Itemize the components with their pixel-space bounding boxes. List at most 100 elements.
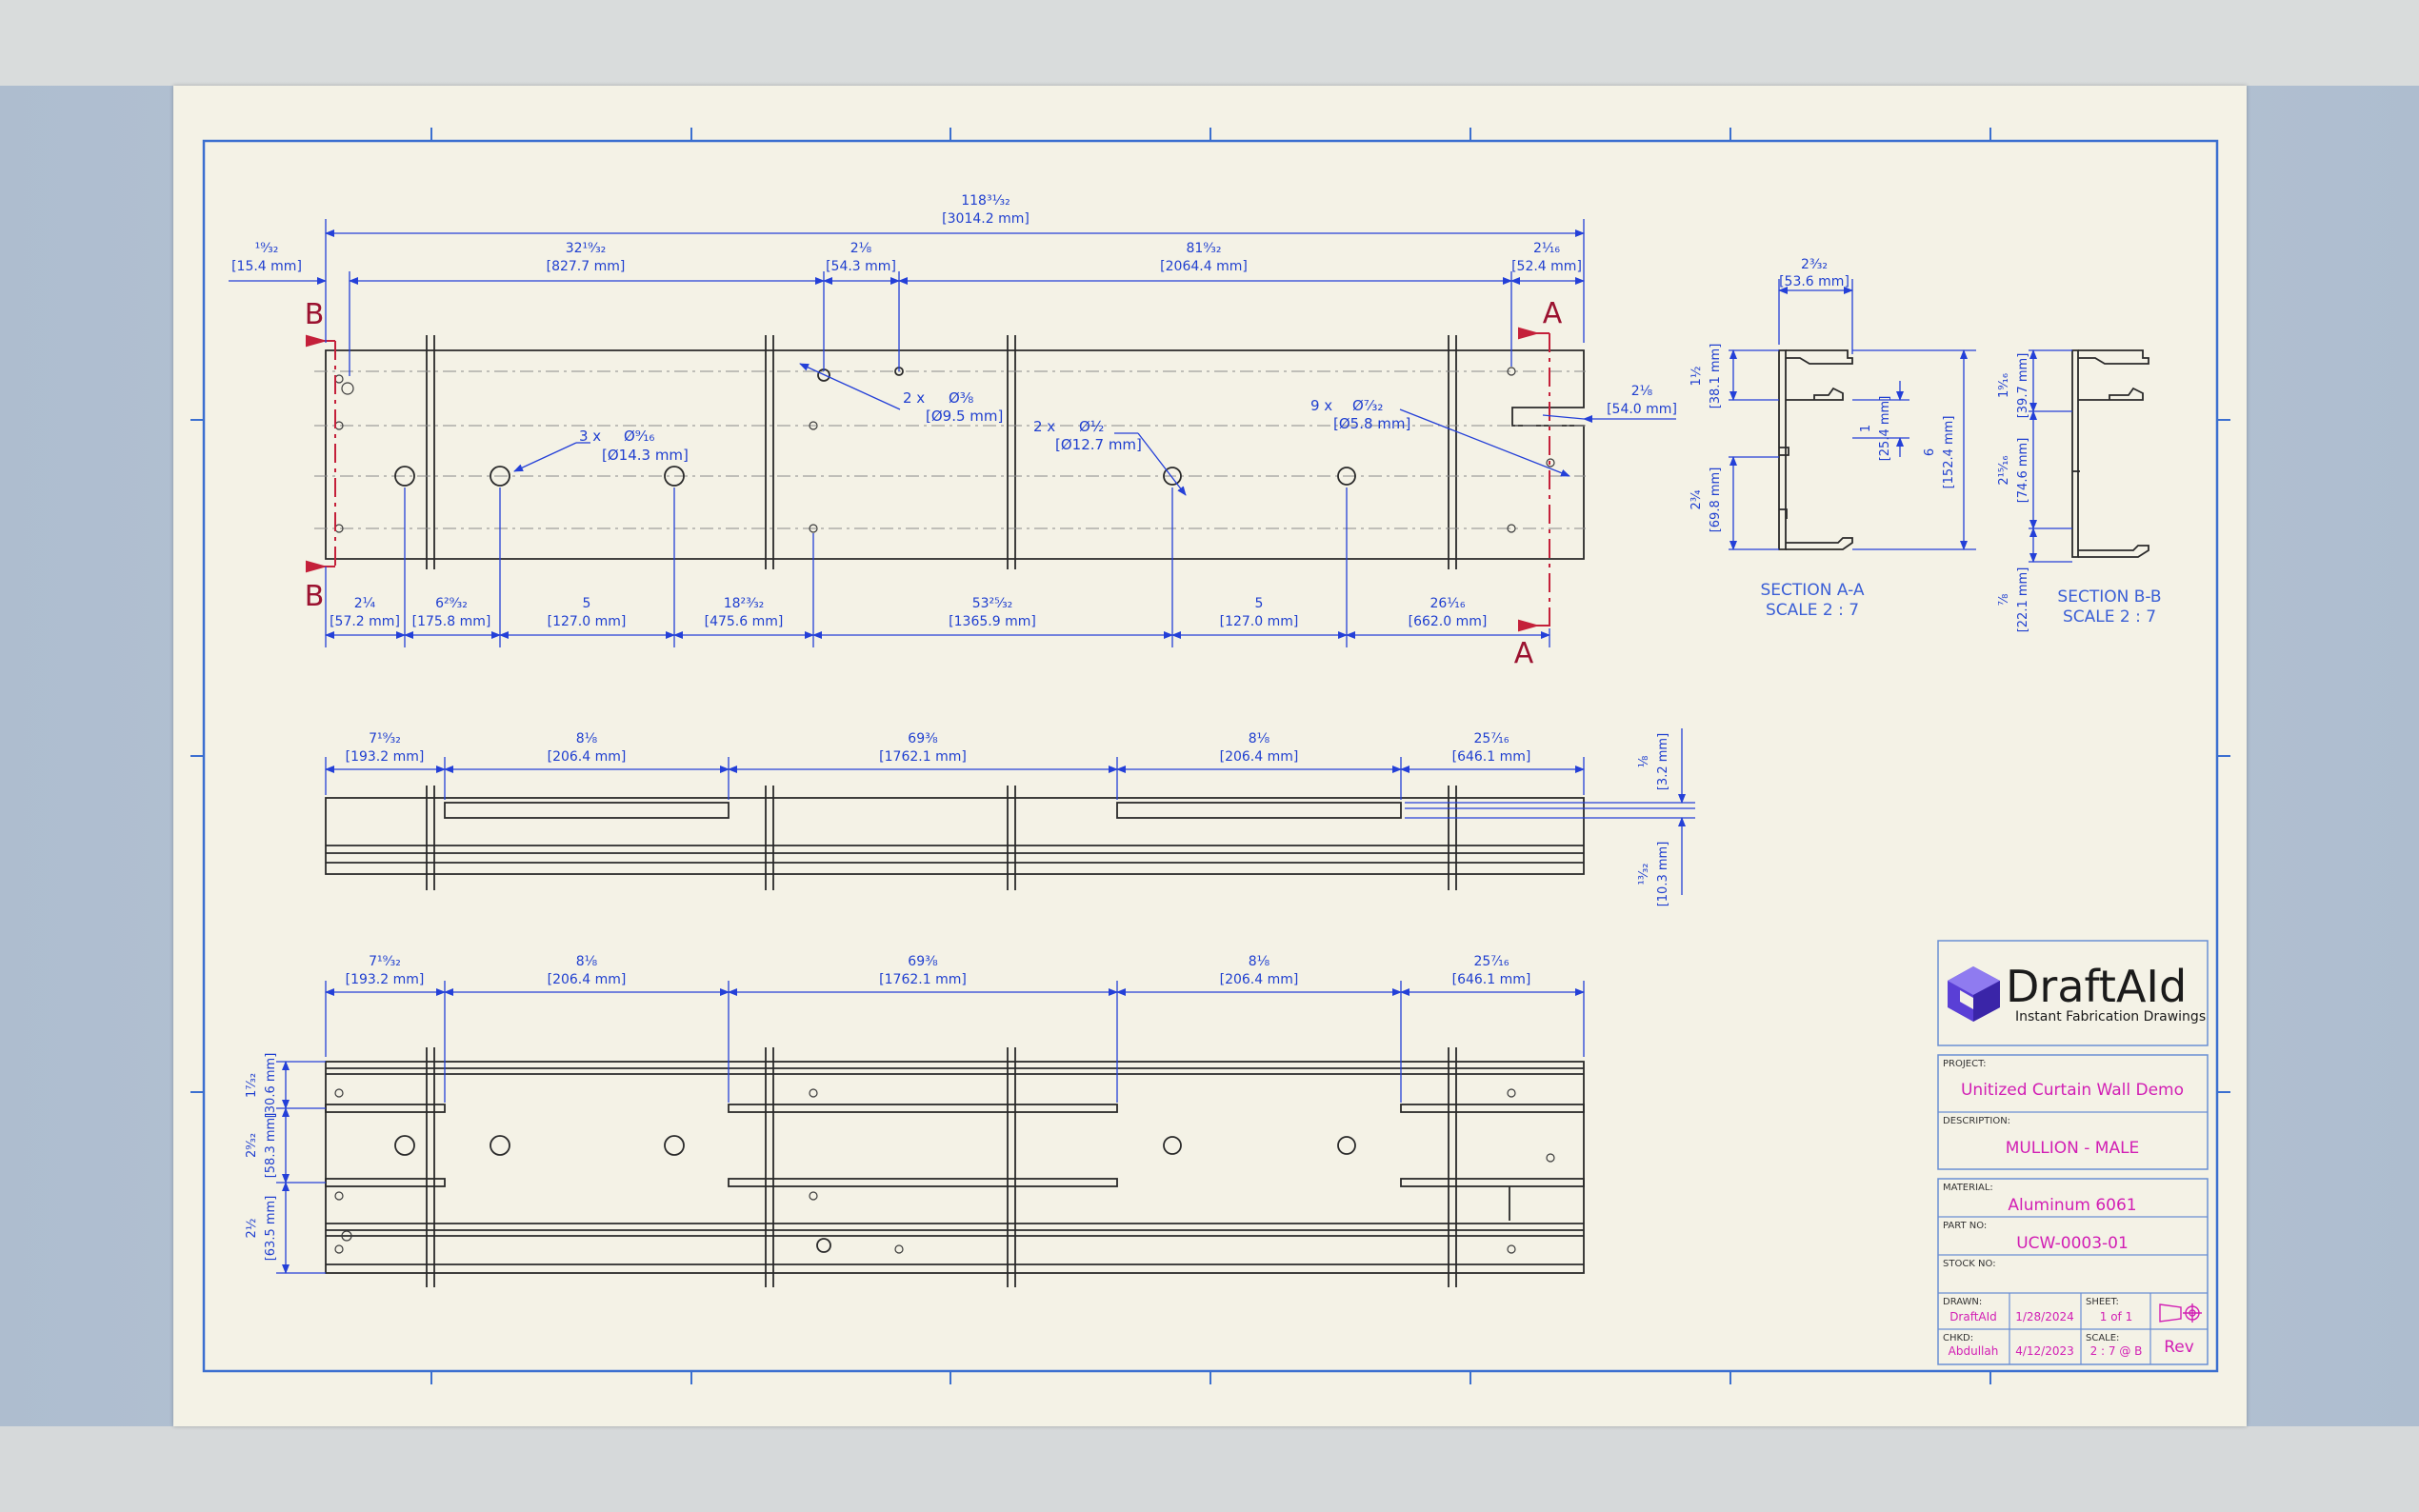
- middle-view: 7¹⁹⁄₃₂ [193.2 mm] 8⅛ [206.4 mm] 69⅜ [176…: [325, 728, 1695, 907]
- checked-by: Abdullah: [1949, 1344, 1999, 1358]
- revision-label: Rev: [2164, 1338, 2194, 1357]
- sec-b-h1: 1⁹⁄₁₆: [1997, 373, 2011, 398]
- top-dim-3: 81⁹⁄₃₂: [1187, 241, 1222, 256]
- brand-logo-icon: [1948, 966, 2000, 1022]
- hole-callout-a-qty: 3 x: [579, 428, 601, 445]
- hole-callout-b-mm: [Ø9.5 mm]: [926, 408, 1003, 425]
- mid-dim-1-mm: [193.2 mm]: [346, 749, 425, 765]
- sec-a-h1-mm: [38.1 mm]: [1709, 344, 1723, 409]
- bot-dim-1: 7¹⁹⁄₃₂: [369, 954, 401, 969]
- bot-dim-5-mm: [646.1 mm]: [1452, 972, 1531, 987]
- bottom-dim-1-mm: [57.2 mm]: [330, 614, 400, 629]
- sec-a-h2: 1: [1859, 425, 1873, 432]
- left-offset-mm: [15.4 mm]: [231, 259, 302, 274]
- bottom-dim-6: 5: [1255, 596, 1264, 611]
- bottom-dim-4: 18²³⁄₃₂: [724, 596, 765, 611]
- mid-right-dim-1: ⅛: [1637, 755, 1651, 767]
- bot-left-dim-3-mm: [63.5 mm]: [264, 1196, 278, 1262]
- mid-dim-3: 69⅜: [908, 731, 938, 746]
- top-dim-1-mm: [827.7 mm]: [547, 259, 626, 274]
- hole-callout-a-mm: [Ø14.3 mm]: [602, 447, 689, 464]
- sec-a-h2-mm: [25.4 mm]: [1878, 396, 1892, 462]
- sec-a-h4-mm: [152.4 mm]: [1942, 416, 1956, 489]
- overall-length-mm: [3014.2 mm]: [942, 211, 1030, 227]
- bot-left-dim-2-mm: [58.3 mm]: [264, 1113, 278, 1179]
- bot-left-dim-1-mm: [30.6 mm]: [264, 1053, 278, 1119]
- mid-dim-4-mm: [206.4 mm]: [1220, 749, 1299, 765]
- drawn-label: DRAWN:: [1943, 1297, 1982, 1307]
- bot-dim-4: 8⅛: [1249, 954, 1270, 969]
- bottom-dim-3-mm: [127.0 mm]: [548, 614, 627, 629]
- material-label: MATERIAL:: [1943, 1183, 1993, 1193]
- section-a-a: 2³⁄₃₂ [53.6 mm] 1½ [38.1 mm] 1 [25.4 mm]…: [1689, 257, 1976, 620]
- stock-no-label: STOCK NO:: [1943, 1259, 1996, 1269]
- project-label: PROJECT:: [1943, 1059, 1986, 1069]
- material-value: Aluminum 6061: [2008, 1196, 2136, 1215]
- top-dim-3-mm: [2064.4 mm]: [1160, 259, 1248, 274]
- mid-dim-5-mm: [646.1 mm]: [1452, 749, 1531, 765]
- drawn-by: DraftAId: [1949, 1310, 1997, 1323]
- sec-b-h1-mm: [39.7 mm]: [2016, 353, 2030, 419]
- section-b-b-label: SECTION B-B: [2057, 587, 2161, 607]
- sec-b-h2-mm: [74.6 mm]: [2016, 438, 2030, 504]
- drawing-sheet: [173, 86, 2247, 1426]
- notch-dim-mm: [54.0 mm]: [1607, 402, 1677, 417]
- section-a-a-label: SECTION A-A: [1761, 581, 1865, 600]
- section-b-b-scale: SCALE 2 : 7: [2063, 607, 2156, 627]
- hole-callout-d-dia: Ø⁷⁄₃₂: [1352, 397, 1383, 414]
- description-label: DESCRIPTION:: [1943, 1116, 2010, 1126]
- bot-dim-2: 8⅛: [576, 954, 598, 969]
- sec-a-width: 2³⁄₃₂: [1801, 257, 1828, 272]
- mid-dim-2: 8⅛: [576, 731, 598, 746]
- bot-dim-2-mm: [206.4 mm]: [548, 972, 627, 987]
- top-dim-4: 2¹⁄₁₆: [1533, 241, 1560, 256]
- sheet-border: [190, 128, 2230, 1384]
- section-marker-a-bottom: A: [1514, 637, 1534, 670]
- bottom-dim-6-mm: [127.0 mm]: [1220, 614, 1299, 629]
- section-marker-b-bottom: B: [305, 580, 325, 613]
- brand-name: DraftAId: [2006, 961, 2187, 1012]
- sheet-value: 1 of 1: [2100, 1310, 2132, 1323]
- part-no-label: PART NO:: [1943, 1221, 1987, 1231]
- bottom-dim-7: 26¹⁄₁₆: [1430, 596, 1466, 611]
- scale-value: 2 : 7 @ B: [2090, 1344, 2143, 1358]
- top-view: B B A A 118³¹⁄₃₂ [3014.2 mm] ¹⁹⁄₃₂ [15.4…: [229, 193, 1677, 670]
- bot-dim-3: 69⅜: [908, 954, 938, 969]
- bottom-dim-5: 53²⁵⁄₃₂: [972, 596, 1013, 611]
- section-marker-a-top: A: [1543, 297, 1563, 330]
- hole-callout-c-qty: 2 x: [1033, 418, 1055, 435]
- mid-dim-2-mm: [206.4 mm]: [548, 749, 627, 765]
- overall-length-dim: 118³¹⁄₃₂: [961, 193, 1010, 209]
- bot-left-dim-1: 1⁷⁄₃₂: [245, 1073, 259, 1098]
- top-dim-2: 2⅛: [850, 241, 872, 256]
- scale-label: SCALE:: [2086, 1333, 2119, 1343]
- bottom-dim-3: 5: [583, 596, 591, 611]
- title-block: DraftAId Instant Fabrication Drawings PR…: [1937, 940, 2209, 1365]
- bottom-dim-2-mm: [175.8 mm]: [412, 614, 491, 629]
- bot-dim-4-mm: [206.4 mm]: [1220, 972, 1299, 987]
- bottom-dim-4-mm: [475.6 mm]: [705, 614, 784, 629]
- hole-callout-b-dia: Ø⅜: [949, 389, 973, 407]
- bot-left-dim-2: 2⁹⁄₃₂: [245, 1133, 259, 1158]
- bottom-dim-7-mm: [662.0 mm]: [1409, 614, 1488, 629]
- bottom-dim-1: 2¼: [354, 596, 376, 611]
- mid-right-dim-2-mm: [10.3 mm]: [1656, 842, 1670, 907]
- section-a-a-scale: SCALE 2 : 7: [1766, 601, 1859, 620]
- hole-callout-b-qty: 2 x: [903, 389, 925, 407]
- bot-left-dim-3: 2½: [245, 1219, 259, 1239]
- project-name: Unitized Curtain Wall Demo: [1961, 1081, 2184, 1100]
- top-dim-4-mm: [52.4 mm]: [1511, 259, 1582, 274]
- bot-dim-1-mm: [193.2 mm]: [346, 972, 425, 987]
- mid-dim-4: 8⅛: [1249, 731, 1270, 746]
- checked-date: 4/12/2023: [2015, 1344, 2074, 1358]
- mid-dim-1: 7¹⁹⁄₃₂: [369, 731, 401, 746]
- part-no-value: UCW-0003-01: [2016, 1234, 2129, 1253]
- hole-callout-a-dia: Ø⁹⁄₁₆: [624, 428, 654, 445]
- hole-callout-c-dia: Ø½: [1079, 418, 1104, 435]
- sec-b-h3-mm: [22.1 mm]: [2016, 567, 2030, 633]
- notch-dim: 2⅛: [1631, 384, 1653, 399]
- sec-a-width-mm: [53.6 mm]: [1779, 274, 1849, 289]
- bottom-dim-5-mm: [1365.9 mm]: [949, 614, 1036, 629]
- mid-dim-3-mm: [1762.1 mm]: [879, 749, 967, 765]
